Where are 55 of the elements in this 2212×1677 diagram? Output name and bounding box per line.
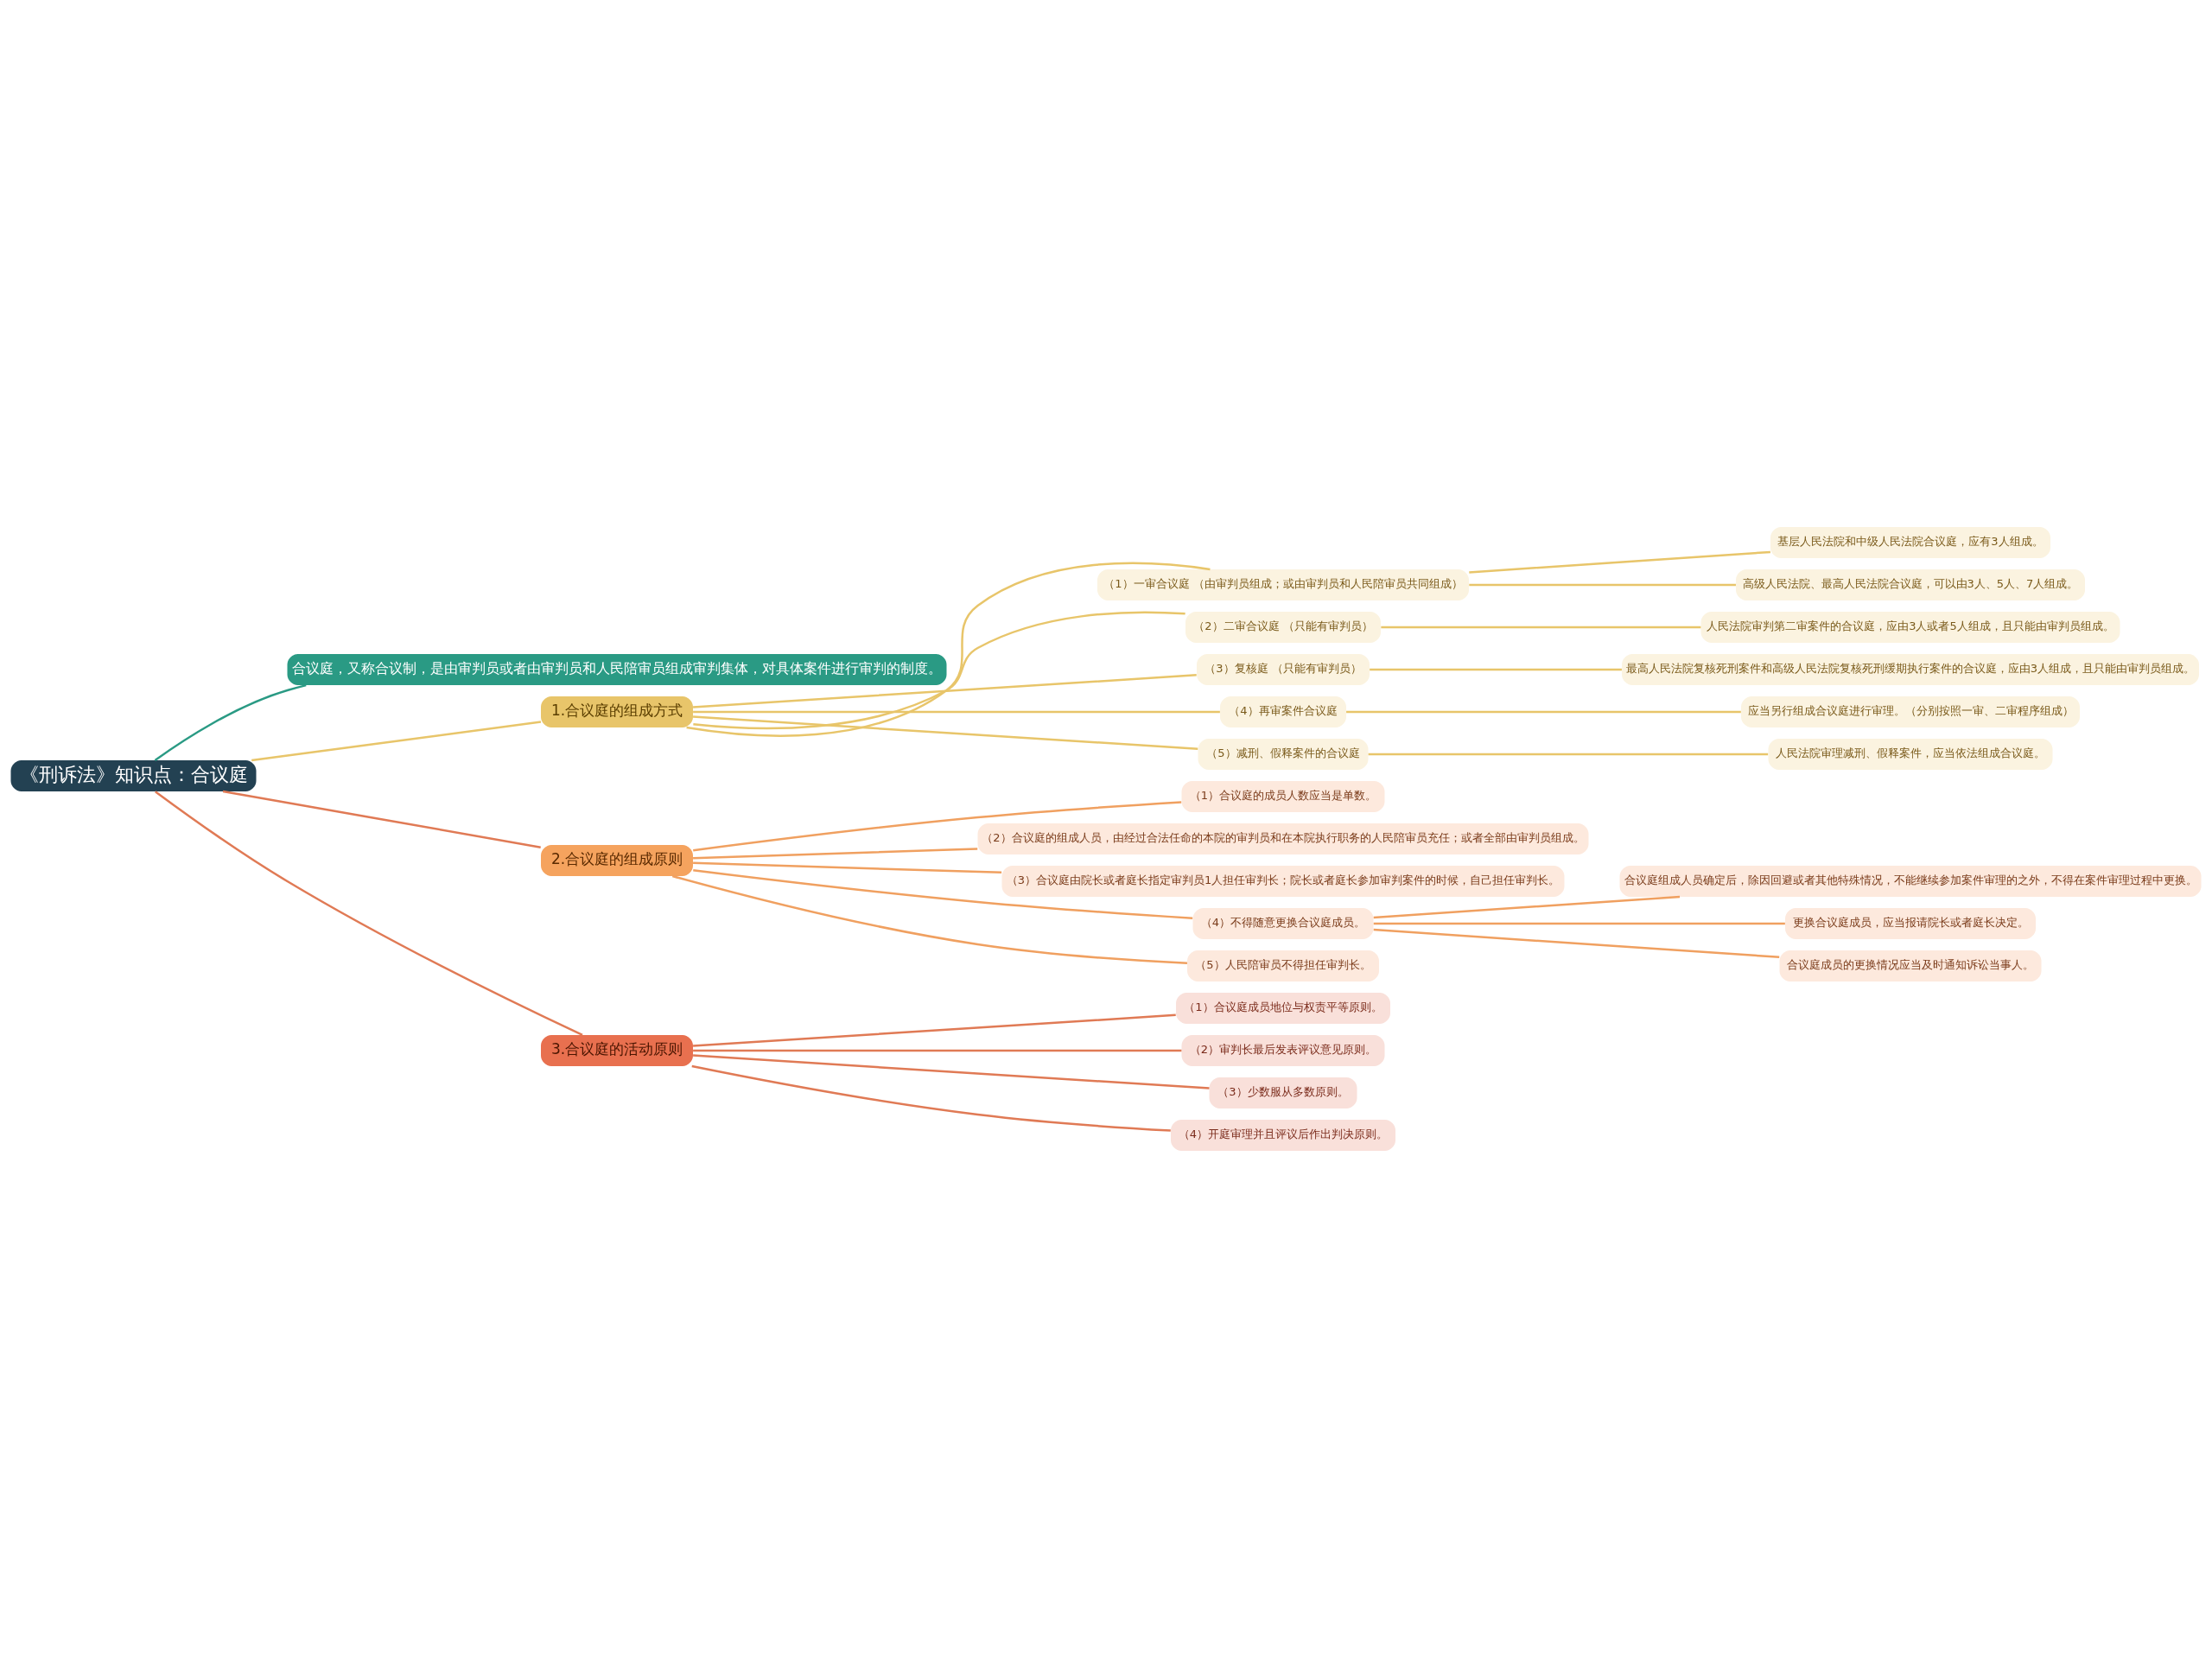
node-box: （2）合议庭的组成人员，由经过合法任命的本院的审判员和在本院执行职务的人民陪审员充任；或者全部由审判员组成。: [977, 823, 1589, 854]
node-box: 基层人民法院和中级人民法院合议庭，应有3人组成。: [1770, 526, 2050, 558]
node-box: 更换合议庭成员，应当报请院长或者庭长决定。: [1785, 907, 2036, 939]
node-box: 合议庭组成人员确定后，除因回避或者其他特殊情况，不能继续参加案件审理的之外，不得在案件审理过程中更换。: [1619, 865, 2202, 897]
connector: [693, 673, 1197, 708]
connector: [693, 611, 1185, 729]
connector: [671, 874, 1187, 964]
connector: [1373, 922, 1785, 924]
node-box: （4）开庭审理并且评议后作出判决原则。: [1171, 1119, 1395, 1151]
connector: [693, 800, 1182, 851]
connector: [154, 683, 307, 761]
node-box: 合议庭，又称合议制，是由审判员或者由审判员和人民陪审员组成审判集体，对具体案件进行审判的制度。: [287, 653, 947, 685]
connector: [691, 1064, 1171, 1132]
connector: [693, 1013, 1176, 1047]
connector: [1373, 928, 1780, 958]
node-box: （4）不得随意更换合议庭成员。: [1192, 907, 1374, 939]
connector: [1469, 583, 1736, 586]
connector: [693, 868, 1193, 919]
node-box: （2）审判长最后发表评议意见原则。: [1181, 1034, 1385, 1066]
node-box: （1）合议庭成员地位与权责平等原则。: [1176, 992, 1390, 1024]
connector: [686, 562, 1211, 737]
node-box: 2.合议庭的组成原则: [541, 844, 693, 876]
node-box: （4）再审案件合议庭: [1220, 696, 1346, 727]
connector: [251, 720, 542, 761]
node-box: 人民法院审理减刑、假释案件，应当依法组成合议庭。: [1768, 738, 2053, 770]
node-box: 《刑诉法》知识点：合议庭: [10, 759, 257, 791]
connector: [222, 790, 541, 848]
connector: [1373, 895, 1681, 918]
connector: [1381, 626, 1701, 628]
node-box: （3）复核庭 （只能有审判员）: [1197, 653, 1370, 685]
connector: [693, 861, 1002, 873]
connector: [1469, 550, 1770, 574]
connector: [693, 1053, 1210, 1089]
node-box: 人民法院审判第二审案件的合议庭，应由3人或者5人组成，且只能由审判员组成。: [1700, 611, 2120, 643]
connector: [1368, 753, 1769, 755]
node-box: （3）合议庭由院长或者庭长指定审判员1人担任审判长；院长或者庭长参加审判案件的时候，自己担任审判长。: [1001, 865, 1565, 897]
node-box: 1.合议庭的组成方式: [541, 696, 693, 727]
connector: [693, 710, 1220, 713]
node-box: （1）一审合议庭 （由审判员组成；或由审判员和人民陪审员共同组成）: [1097, 569, 1469, 600]
connector: [155, 790, 583, 1036]
connector: [1370, 668, 1622, 670]
connector: [693, 1049, 1182, 1051]
connector: [1346, 710, 1741, 713]
node-box: 3.合议庭的活动原则: [541, 1034, 693, 1066]
node-box: （3）少数服从多数原则。: [1209, 1077, 1357, 1108]
node-box: 最高人民法院复核死刑案件和高级人民法院复核死刑缓期执行案件的合议庭，应由3人组成，且只能由审判员组成。: [1622, 653, 2199, 685]
node-box: 高级人民法院、最高人民法院合议庭，可以由3人、5人、7人组成。: [1736, 569, 2085, 600]
node-box: （5）减刑、假释案件的合议庭: [1198, 738, 1369, 770]
node-box: （2）二审合议庭 （只能有审判员）: [1185, 611, 1381, 643]
node-box: 合议庭成员的更换情况应当及时通知诉讼当事人。: [1779, 950, 2042, 981]
node-box: 应当另行组成合议庭进行审理。（分别按照一审、二审程序组成）: [1741, 696, 2080, 727]
connector: [693, 715, 1198, 750]
connector: [693, 847, 978, 859]
node-box: （5）人民陪审员不得担任审判长。: [1187, 950, 1379, 981]
node-box: （1）合议庭的成员人数应当是单数。: [1181, 780, 1385, 812]
